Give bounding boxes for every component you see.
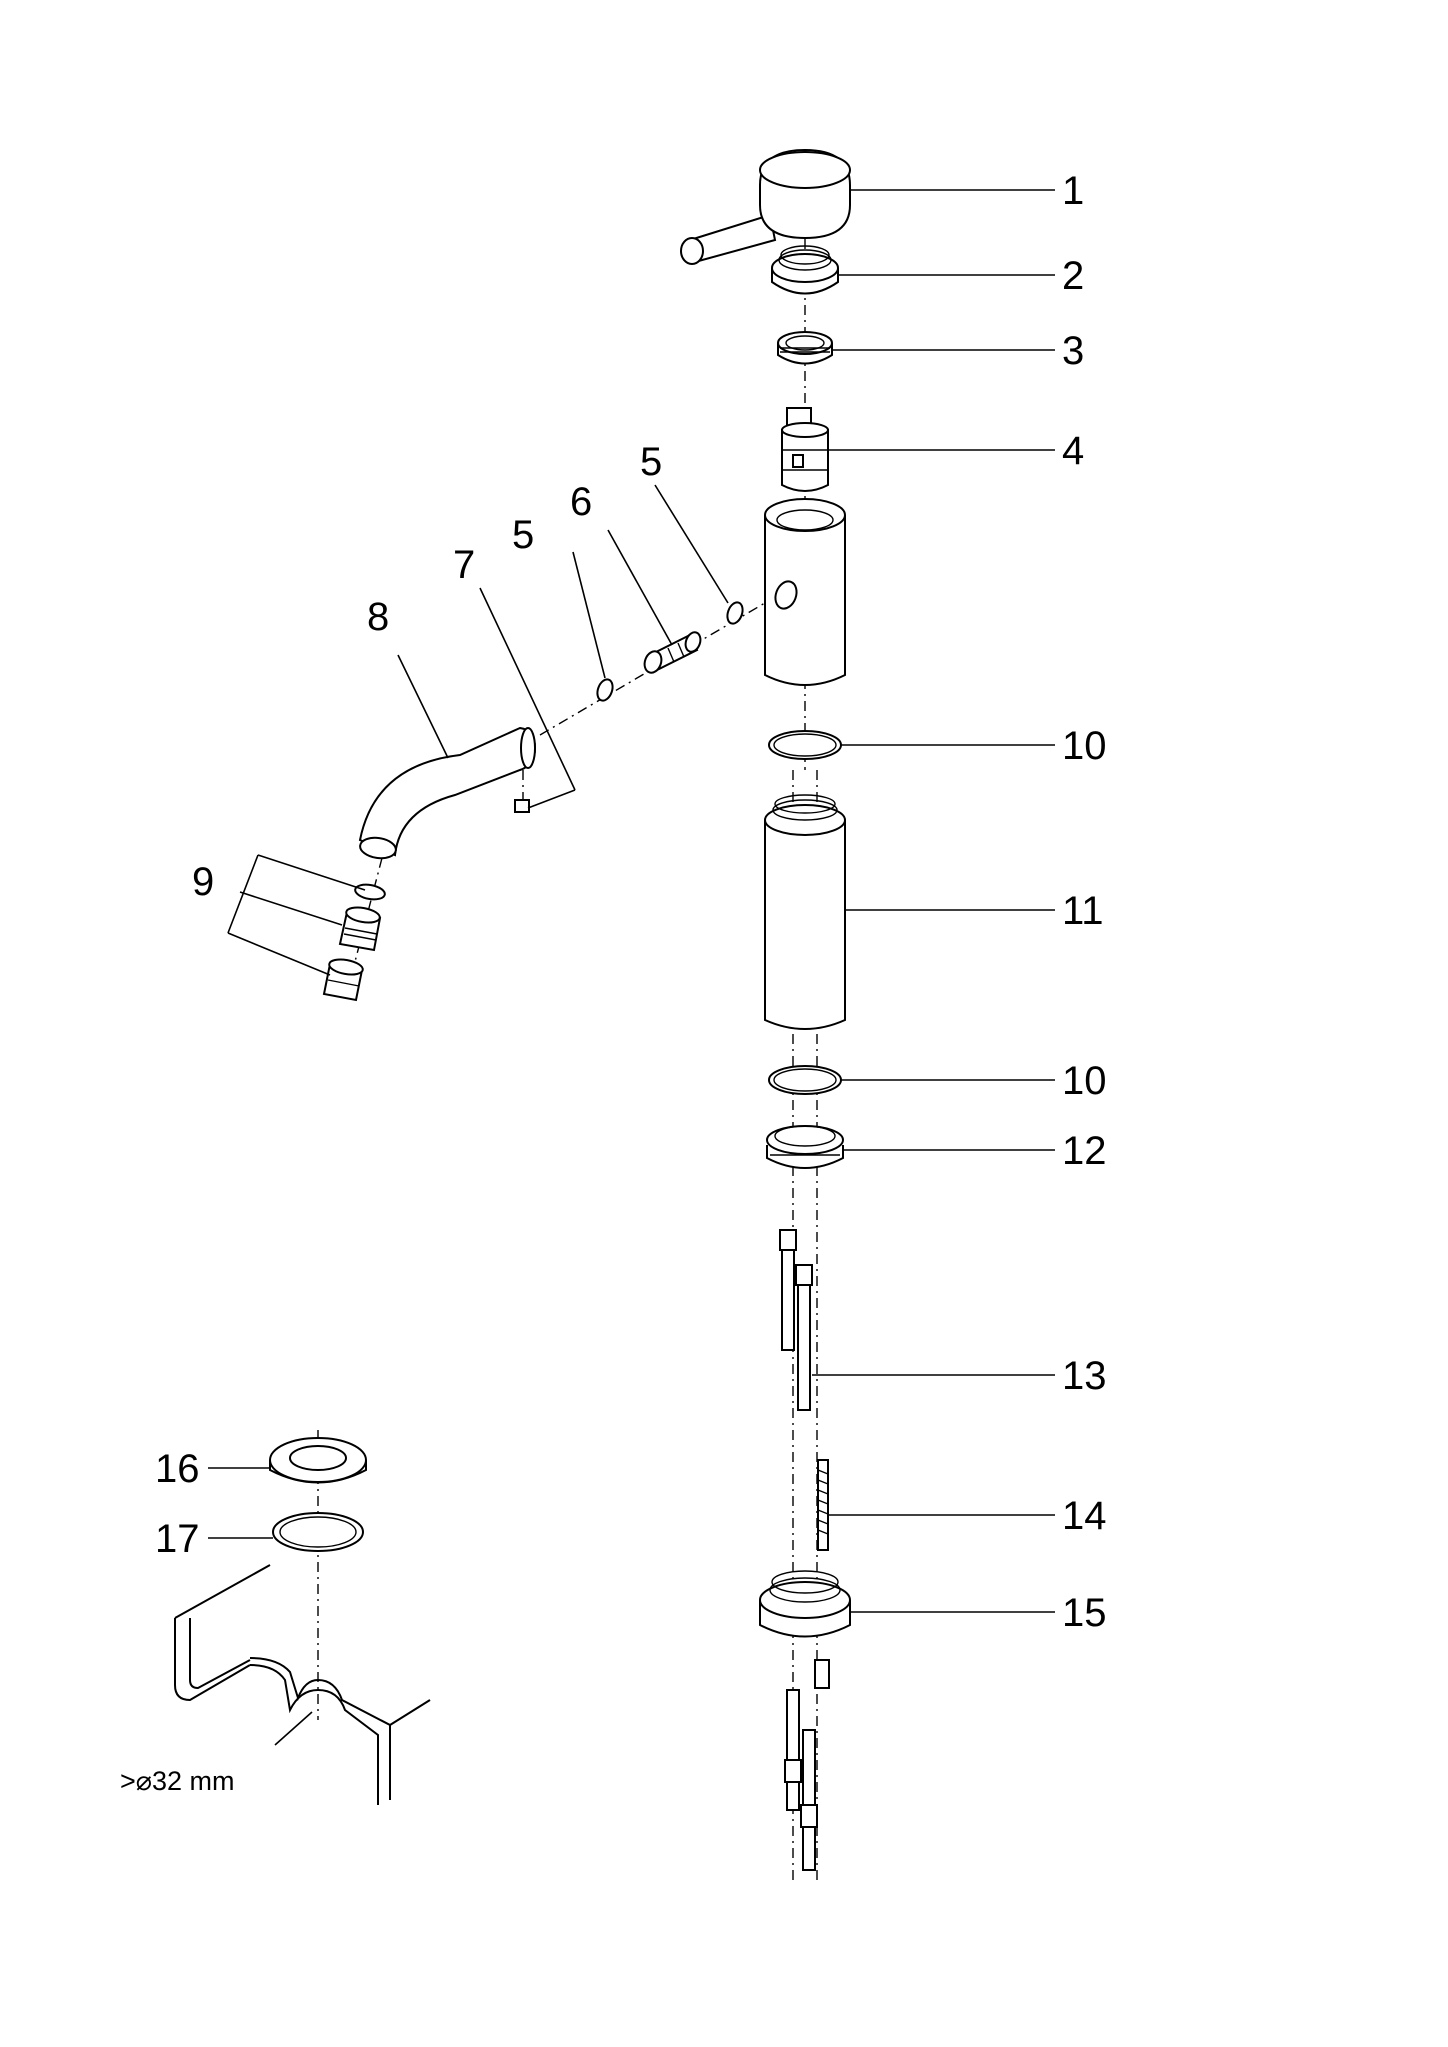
part-4-cartridge [781, 407, 829, 492]
callout-8: 8 [367, 595, 389, 639]
callout-2: 2 [1062, 254, 1084, 298]
callout-12: 12 [1062, 1129, 1107, 1173]
part-5-o-ring-left [596, 678, 614, 702]
part-6-connector [643, 631, 702, 674]
callout-11: 11 [1062, 889, 1104, 933]
callout-1: 1 [1062, 169, 1084, 213]
callout-15: 15 [1062, 1591, 1107, 1635]
part-13-hoses [779, 1229, 813, 1411]
part-8-spout [358, 726, 537, 860]
callout-leaders [208, 189, 1055, 1613]
hole-diameter-note: >⌀32 mm [120, 1766, 235, 1796]
callout-5-right: 5 [640, 440, 662, 484]
part-11-tube [764, 794, 846, 1030]
callout-5-left: 5 [512, 513, 534, 557]
callout-14: 14 [1062, 1494, 1107, 1538]
part-1-lever-handle [680, 148, 851, 265]
callout-13: 13 [1062, 1354, 1107, 1398]
part-3-threaded-ring [777, 331, 833, 365]
part-10-o-ring-lower [768, 1065, 842, 1095]
part-15-base-flange [759, 1570, 851, 1871]
part-5-o-ring-right [726, 601, 744, 625]
upper-body [764, 498, 846, 686]
part-14-threaded-rod [817, 1459, 829, 1551]
callout-10-upper: 10 [1062, 724, 1107, 768]
basin-section [174, 1564, 431, 1805]
callout-4: 4 [1062, 429, 1084, 473]
callout-16: 16 [155, 1447, 200, 1491]
callout-7: 7 [453, 543, 475, 587]
part-17-seal-ring [272, 1512, 364, 1552]
callout-17: 17 [155, 1517, 200, 1561]
callout-6: 6 [570, 480, 592, 524]
part-2-cover-ring [771, 245, 839, 295]
part-16-washer [269, 1437, 367, 1484]
callout-10-lower: 10 [1062, 1059, 1107, 1103]
part-9-aerator [227, 854, 386, 1002]
callout-9: 9 [192, 860, 214, 904]
callout-numbers: 1 2 3 4 5 6 5 7 8 9 10 11 10 12 13 14 15… [155, 169, 1107, 1635]
part-7-grub-screw [514, 770, 530, 813]
part-10-o-ring-upper [768, 730, 842, 760]
part-12-collar [766, 1125, 844, 1169]
callout-3: 3 [1062, 329, 1084, 373]
